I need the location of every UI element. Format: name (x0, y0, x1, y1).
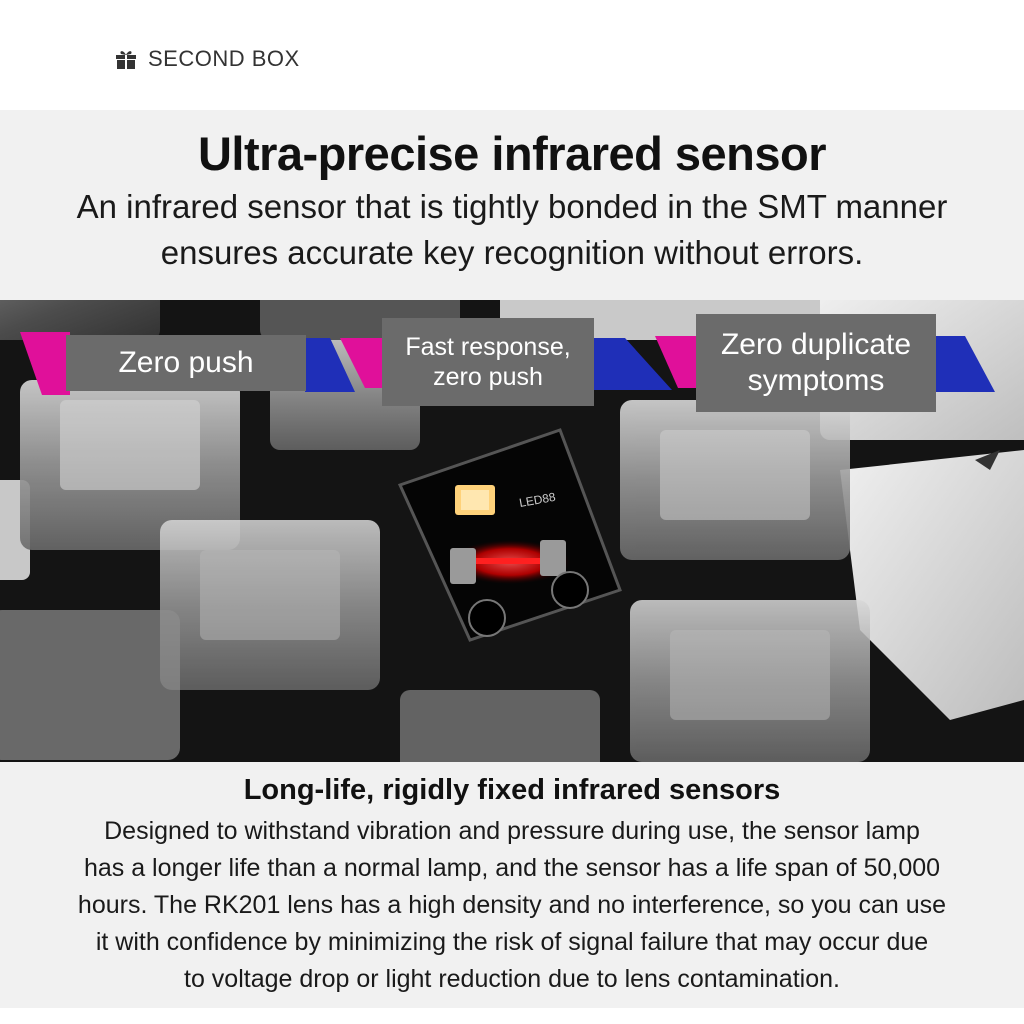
brand-name: SECOND BOX (148, 46, 300, 71)
switch-housing-left (20, 380, 240, 550)
tag-fast-response: Fast response, zero push (382, 318, 594, 406)
tag-zero-duplicate-line-1: Zero duplicate (720, 328, 912, 361)
switch-housing-bottom-right (630, 600, 870, 762)
detail-body-line-3: hours. The RK201 lens has a high density… (77, 891, 947, 919)
keycap-top-left (0, 300, 160, 340)
ribbon-1-blue (305, 338, 355, 392)
page-title: Ultra-precise infrared sensor (197, 127, 827, 180)
switch-housing-bottom-left (0, 610, 180, 760)
tag-zero-push: Zero push (66, 335, 306, 391)
tag-zero-push-label: Zero push (118, 346, 254, 379)
switch-housing-right-top (620, 400, 850, 560)
ribbon-2-blue (593, 338, 672, 390)
subtitle-line-1: An infrared sensor that is tightly bonde… (76, 188, 948, 225)
detail-panel: Long-life, rigidly fixed infrared sensor… (0, 762, 1024, 1008)
keyboard-switch-photo: LED88 Zero push Fast response, zero push… (0, 300, 1024, 762)
infrared-beam (470, 558, 550, 564)
ribbon-1 (20, 332, 70, 395)
detail-body-line-4: it with confidence by minimizing the ris… (95, 928, 929, 956)
tag-zero-duplicate: Zero duplicate symptoms (696, 314, 936, 412)
switch-housing-bottom-mid (400, 690, 600, 762)
ribbon-3-blue (934, 336, 995, 392)
keycap-right-white (840, 450, 1024, 720)
detail-title: Long-life, rigidly fixed infrared sensor… (243, 774, 781, 806)
header-panel: Ultra-precise infrared sensor An infrare… (0, 110, 1024, 300)
tag-zero-duplicate-line-2: symptoms (747, 364, 885, 397)
infrared-sensor-pcb: LED88 (397, 428, 622, 642)
switch-housing-mid-left (160, 520, 380, 690)
tag-fast-response-line-1: Fast response, (405, 333, 571, 361)
pcb-marking: LED88 (518, 490, 557, 510)
detail-body-line-5: to voltage drop or light reduction due t… (184, 965, 840, 993)
gift-icon (116, 51, 136, 69)
ribbon-3 (655, 336, 697, 388)
ribbon-2 (340, 338, 382, 388)
brand-logo: SECOND BOX (114, 44, 300, 74)
subtitle-line-2: ensures accurate key recognition without… (160, 234, 864, 271)
detail-body-line-1: Designed to withstand vibration and pres… (104, 817, 920, 845)
tag-fast-response-line-2: zero push (433, 363, 543, 391)
detail-body-line-2: has a longer life than a normal lamp, an… (83, 854, 941, 882)
